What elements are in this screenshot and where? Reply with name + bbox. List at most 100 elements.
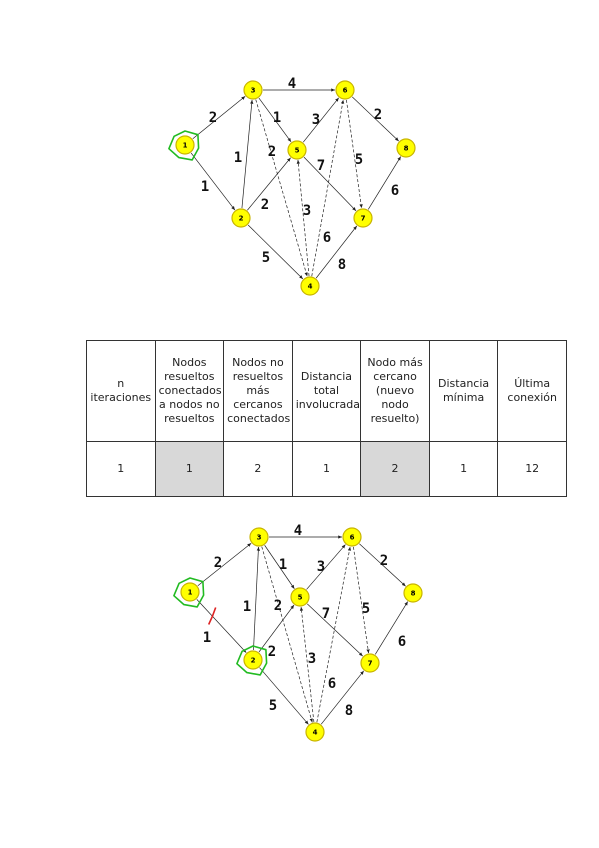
edge-6-8 — [352, 96, 399, 142]
col-header-total-distance: Distancia total involucrada — [291, 340, 362, 442]
edge-weight-4-7: 8 — [338, 257, 346, 273]
cell-min-distance: 1 — [428, 441, 499, 497]
edge-5-7 — [303, 156, 357, 212]
edge-weight-3-6: 4 — [294, 523, 302, 539]
node-label-1: 1 — [188, 589, 193, 597]
edge-weight-2-3: 1 — [243, 599, 251, 615]
edge-weight-2-3: 1 — [234, 150, 242, 166]
edge-4-5 — [296, 159, 310, 277]
edge-weight-4-5: 3 — [303, 203, 311, 219]
edge-weight-2-4: 5 — [262, 250, 270, 266]
node-6 — [342, 527, 362, 547]
node-label-3: 3 — [257, 534, 262, 542]
edge-6-7 — [353, 546, 370, 654]
edge-weight-1-3: 2 — [214, 555, 222, 571]
node-6 — [335, 80, 355, 100]
edge-2-4 — [247, 224, 304, 280]
edge-weight-5-7: 7 — [317, 158, 325, 174]
edge-weight-5-6: 3 — [312, 112, 320, 128]
edge-weight-3-4: 2 — [274, 598, 282, 614]
col-header-nearest-unsolved: Nodos no resueltos más cercanos conectad… — [223, 340, 293, 442]
edge-2-3 — [241, 99, 254, 209]
node-8 — [396, 138, 416, 158]
node-7 — [353, 208, 373, 228]
col-header-last-connection: Última conexión — [497, 340, 567, 442]
edge-5-7 — [307, 603, 363, 657]
edge-weight-3-5: 1 — [273, 110, 281, 126]
node-label-7: 7 — [368, 660, 373, 668]
node-label-4: 4 — [313, 729, 318, 737]
iteration-table: n iteraciones Nodos resueltos conectados… — [86, 340, 567, 497]
edge-3-4 — [255, 99, 308, 277]
cell-last-connection: 12 — [497, 441, 567, 497]
edge-weight-1-2: 1 — [201, 179, 209, 195]
edge-weight-6-8: 2 — [380, 553, 388, 569]
edge-weight-2-4: 5 — [269, 698, 277, 714]
node-label-6: 6 — [350, 534, 355, 542]
edge-3-5 — [258, 97, 292, 143]
edge-7-8 — [367, 156, 402, 210]
node-1 — [180, 582, 200, 602]
edge-weight-2-5: 2 — [268, 644, 276, 660]
edge-3-4 — [261, 546, 313, 723]
node-2 — [231, 208, 251, 228]
edge-1-2 — [196, 599, 247, 653]
edge-weight-4-5: 3 — [308, 651, 316, 667]
edge-weight-6-7: 5 — [362, 601, 370, 617]
cell-iteration: 1 — [86, 441, 156, 497]
edge-weight-6-8: 2 — [374, 107, 382, 123]
edge-5-6 — [306, 544, 346, 590]
node-label-3: 3 — [251, 87, 256, 95]
node-label-2: 2 — [239, 215, 244, 223]
node-label-4: 4 — [308, 283, 313, 291]
solved-node-ring-2 — [236, 645, 268, 676]
node-label-8: 8 — [411, 590, 416, 598]
edge-2-5 — [247, 157, 291, 211]
node-label-5: 5 — [298, 594, 303, 602]
table-row: 1 1 2 1 2 1 12 — [86, 441, 567, 497]
edge-weight-7-8: 6 — [391, 183, 399, 199]
cell-solved-nodes: 1 — [154, 441, 225, 497]
edge-5-6 — [302, 97, 340, 143]
edge-weight-4-6: 6 — [323, 230, 331, 246]
edge-weight-5-6: 3 — [317, 559, 325, 575]
node-2 — [243, 650, 263, 670]
edge-7-8 — [374, 601, 409, 655]
node-3 — [249, 527, 269, 547]
node-5 — [290, 587, 310, 607]
node-4 — [305, 722, 325, 742]
col-header-min-distance: Distancia mínima — [428, 340, 499, 442]
edge-weight-1-2: 1 — [203, 630, 211, 646]
edge-2-4 — [259, 667, 309, 725]
edge-2-3 — [253, 546, 261, 651]
edge-weight-4-7: 8 — [345, 703, 353, 719]
edge-weight-4-6: 6 — [328, 676, 336, 692]
edge-4-7 — [315, 225, 358, 279]
col-header-iterations: n iteraciones — [86, 340, 156, 442]
node-7 — [360, 653, 380, 673]
node-label-5: 5 — [295, 147, 300, 155]
cell-nearest-node: 2 — [360, 441, 430, 497]
edge-weight-3-6: 4 — [288, 76, 296, 92]
node-label-2: 2 — [251, 657, 256, 665]
node-3 — [243, 80, 263, 100]
edge-weight-6-7: 5 — [355, 152, 363, 168]
edge-weight-3-5: 1 — [279, 557, 287, 573]
solved-node-ring-1 — [173, 577, 205, 608]
edge-2-5 — [258, 604, 295, 653]
cell-nearest-unsolved: 2 — [223, 441, 293, 497]
col-header-solved-nodes: Nodos resueltos conectados a nodos no re… — [154, 340, 225, 442]
node-8 — [403, 583, 423, 603]
node-5 — [287, 140, 307, 160]
node-4 — [300, 276, 320, 296]
node-1 — [175, 135, 195, 155]
edge-6-7 — [346, 99, 363, 209]
edge-1-3 — [192, 96, 246, 139]
cut-mark — [207, 607, 217, 625]
edge-3-5 — [264, 545, 295, 589]
edge-weight-1-3: 2 — [209, 110, 217, 126]
edge-4-7 — [320, 670, 365, 725]
node-label-8: 8 — [404, 145, 409, 153]
